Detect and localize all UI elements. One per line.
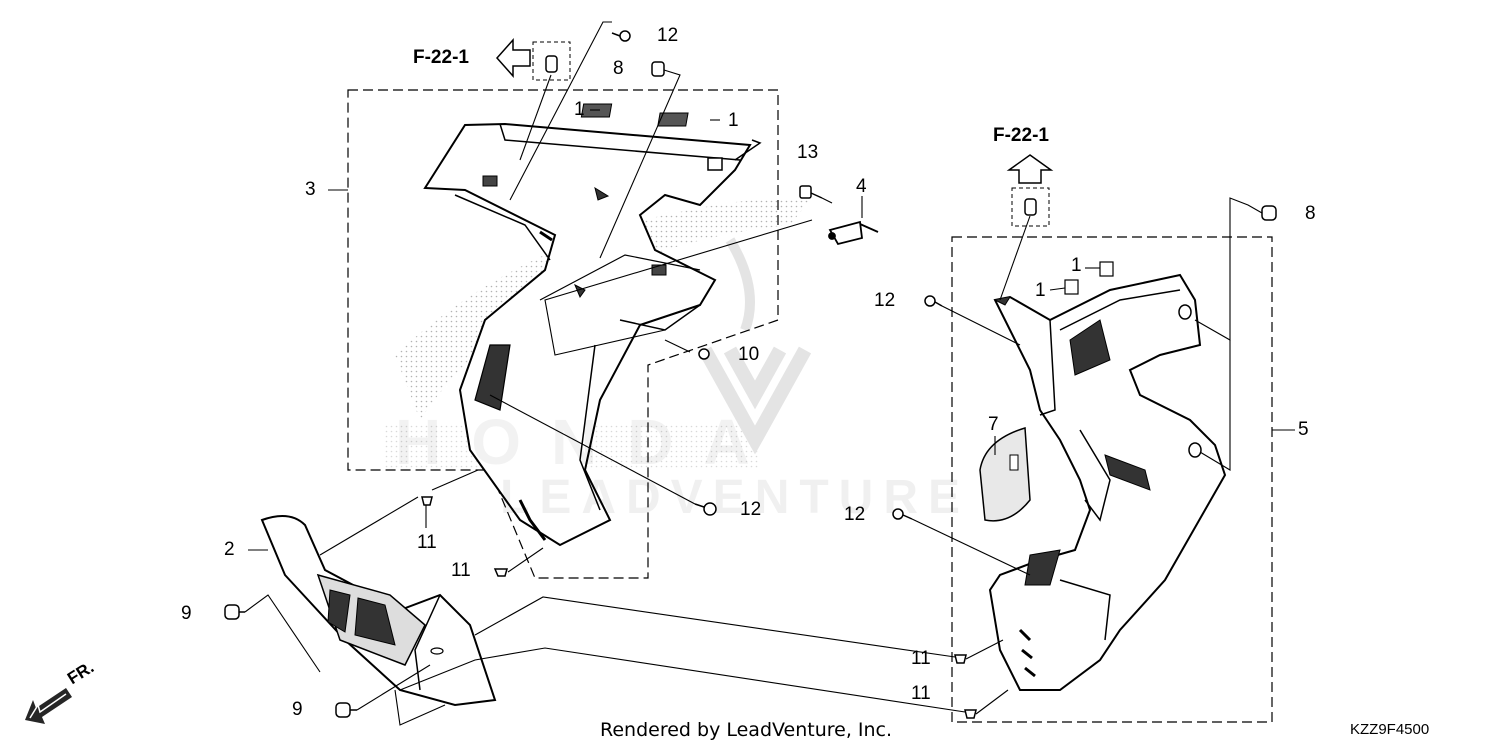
front-arrow	[25, 688, 72, 724]
reference-label-right: F-22-1	[993, 125, 1049, 146]
callout-11-left-b: 11	[451, 560, 471, 581]
callout-9-upper: 9	[181, 603, 192, 624]
part-2-lower-cover	[260, 515, 497, 707]
callout-11-right-a: 11	[911, 648, 931, 669]
callout-11-left-a: 11	[417, 532, 437, 553]
callout-10: 10	[738, 344, 760, 365]
callout-1-right-a: 1	[1071, 255, 1082, 276]
callout-12-right-upper: 12	[874, 290, 896, 311]
callout-1-left-b: 1	[728, 110, 739, 131]
callout-9-lower: 9	[292, 699, 303, 720]
reference-arrow-right	[1006, 154, 1054, 184]
group-box-part-3	[347, 89, 779, 579]
callout-13: 13	[797, 142, 819, 163]
watermark-company: LEADVENTURE	[500, 471, 971, 524]
callout-3: 3	[305, 179, 316, 200]
clip-dashed-box-left	[532, 41, 571, 81]
leadventure-logo-watermark	[698, 237, 812, 455]
reference-arrow-left	[495, 38, 531, 78]
callout-4: 4	[856, 176, 867, 197]
part-4-bracket	[828, 220, 879, 246]
callout-12-right-lower: 12	[844, 504, 866, 525]
callout-8-top: 8	[613, 58, 624, 79]
part-1-labels-left	[580, 103, 689, 127]
callout-7: 7	[988, 414, 999, 435]
callout-11-right-b: 11	[911, 683, 931, 704]
group-box-part-5	[951, 236, 1273, 723]
part-7-pad	[979, 427, 1031, 522]
callout-1-right-b: 1	[1035, 280, 1046, 301]
watermark-brand: HONDA	[395, 406, 780, 478]
part-1-labels-right	[1064, 261, 1114, 295]
leader-lines	[244, 21, 1295, 726]
diagram-code: KZZ9F4500	[1350, 721, 1430, 738]
callout-1-left-a: 1	[574, 99, 585, 120]
part-7-pad-detail	[1009, 454, 1019, 471]
render-credit: Rendered by LeadVenture, Inc.	[600, 719, 893, 741]
part-5-inner-cover-right	[988, 273, 1227, 691]
callout-2: 2	[224, 539, 235, 560]
callout-12-top: 12	[657, 25, 679, 46]
clip-dashed-box-right	[1011, 187, 1050, 227]
callout-8-right: 8	[1305, 203, 1316, 224]
reference-label-left: F-22-1	[413, 47, 469, 68]
callout-12-mid: 12	[740, 499, 762, 520]
callout-5: 5	[1298, 419, 1309, 440]
